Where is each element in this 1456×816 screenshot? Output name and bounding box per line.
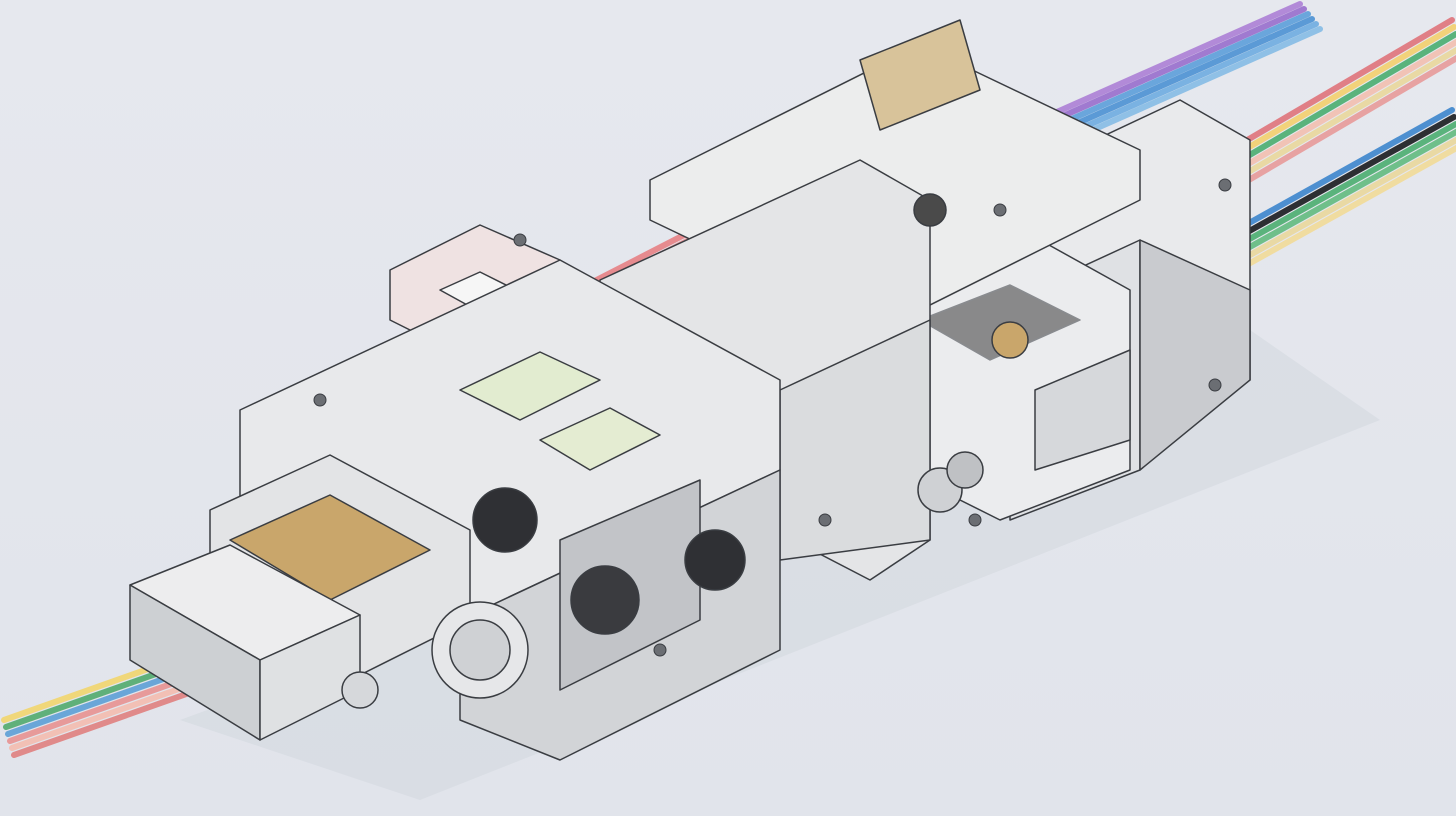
mounting-holes (313, 178, 1232, 657)
front-connector (129, 454, 529, 741)
screw-hole (513, 233, 527, 247)
screw-hole (653, 643, 667, 657)
screw-hole (818, 513, 832, 527)
screw-hole (1218, 178, 1232, 192)
screw-hole (1208, 378, 1222, 392)
screw-hole (968, 513, 982, 527)
screw-hole (993, 203, 1007, 217)
screw-hole (313, 393, 327, 407)
